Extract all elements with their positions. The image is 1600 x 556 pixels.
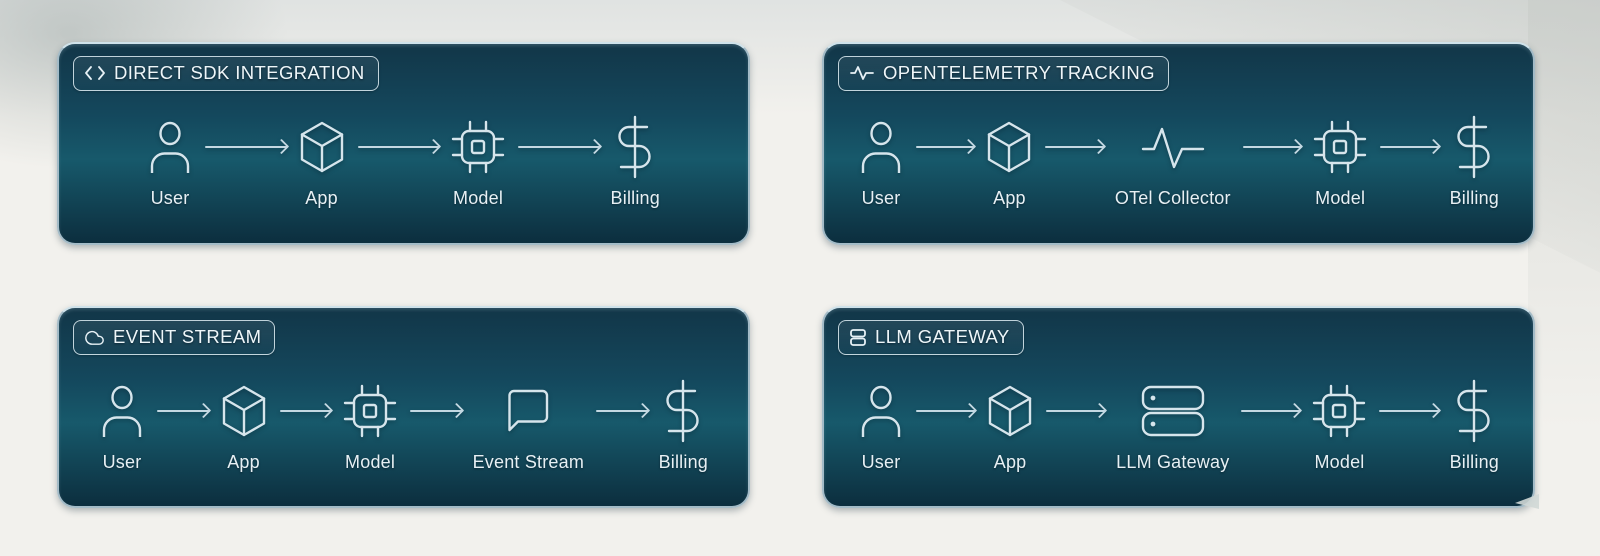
- flow-row: User App OTel Collector: [824, 115, 1533, 209]
- flow-row: User App LLM Gateway: [824, 379, 1533, 473]
- flow-arrow: [1046, 410, 1107, 412]
- flow-node-app: App: [298, 115, 346, 209]
- flow-arrow: [1379, 410, 1440, 412]
- dollar-icon: [666, 379, 699, 443]
- flow-arrow: [1380, 146, 1440, 148]
- flow-arrow: [1241, 410, 1302, 412]
- node-label: OTel Collector: [1114, 188, 1231, 208]
- flow-node-app: App: [986, 379, 1034, 473]
- chip-icon: [343, 384, 397, 438]
- user-icon: [150, 121, 190, 173]
- panel-title-badge: LLM GATEWAY: [838, 320, 1024, 355]
- background-ridge-texture: [1528, 0, 1600, 430]
- node-label: Billing: [658, 452, 709, 472]
- chip-icon: [451, 120, 505, 174]
- node-label: Billing: [1449, 452, 1499, 472]
- flow-node-billing: Billing: [611, 115, 660, 209]
- node-label: Model: [345, 452, 396, 472]
- flow-node-event-stream: Event Stream: [473, 379, 584, 473]
- node-label: Model: [1315, 188, 1366, 208]
- panel-direct-sdk-integration: DIRECT SDK INTEGRATION User App: [57, 42, 750, 245]
- flow-node-billing: Billing: [1450, 379, 1499, 473]
- node-label: App: [993, 452, 1027, 472]
- node-label: LLM Gateway: [1116, 452, 1230, 472]
- node-label: Event Stream: [472, 452, 585, 472]
- node-label: User: [150, 188, 190, 208]
- flow-node-billing: Billing: [659, 379, 708, 473]
- user-icon: [861, 121, 901, 173]
- flow-arrow: [157, 410, 210, 412]
- user-icon: [102, 385, 142, 437]
- chip-icon: [1313, 384, 1366, 438]
- flow-arrow: [916, 146, 976, 148]
- node-label: Model: [1314, 452, 1365, 472]
- panel-title: DIRECT SDK INTEGRATION: [114, 62, 365, 83]
- flow-node-billing: Billing: [1450, 115, 1499, 209]
- flow-node-otel-collector: OTel Collector: [1115, 115, 1231, 209]
- panel-title-badge: DIRECT SDK INTEGRATION: [73, 56, 379, 91]
- flow-node-model: Model: [450, 115, 506, 209]
- flow-node-user: User: [858, 115, 904, 209]
- flow-arrow: [410, 410, 463, 412]
- flow-arrow: [279, 410, 333, 412]
- node-label: User: [861, 452, 901, 472]
- pulse-icon: [1141, 127, 1204, 169]
- node-label: App: [993, 188, 1026, 208]
- chip-icon: [1313, 120, 1367, 174]
- panel-title-badge: EVENT STREAM: [73, 320, 276, 355]
- panel-opentelemetry-tracking: OPENTELEMETRY TRACKING User App: [822, 42, 1535, 245]
- flow-node-app: App: [220, 379, 268, 473]
- package-icon: [222, 385, 265, 437]
- flow-arrow: [357, 146, 441, 148]
- node-label: App: [227, 452, 260, 472]
- flow-node-llm-gateway: LLM Gateway: [1116, 379, 1229, 473]
- panel-title-badge: OPENTELEMETRY TRACKING: [838, 56, 1169, 91]
- flow-row: User App Model: [59, 379, 748, 473]
- package-icon: [988, 121, 1031, 173]
- dollar-icon: [1457, 115, 1490, 179]
- dollar-icon: [618, 115, 651, 179]
- flow-node-app: App: [985, 115, 1033, 209]
- node-label: User: [102, 452, 142, 472]
- flow-node-user: User: [147, 115, 193, 209]
- flow-arrow: [518, 146, 601, 148]
- flow-arrow: [916, 410, 977, 412]
- cloud-icon: [85, 330, 104, 345]
- flow-row: User App Model: [59, 115, 748, 209]
- node-label: Billing: [610, 188, 660, 208]
- package-icon: [300, 121, 343, 173]
- flow-node-model: Model: [342, 379, 398, 473]
- node-label: Billing: [1449, 188, 1500, 208]
- package-icon: [988, 385, 1032, 437]
- flow-arrow: [205, 146, 288, 148]
- code-icon: [85, 66, 105, 80]
- flow-node-user: User: [858, 379, 904, 473]
- flow-node-model: Model: [1312, 115, 1368, 209]
- flow-node-user: User: [99, 379, 145, 473]
- flow-arrow: [1045, 146, 1105, 148]
- flow-arrow: [596, 410, 649, 412]
- pulse-icon: [850, 66, 874, 80]
- panel-title: EVENT STREAM: [113, 326, 262, 347]
- panel-llm-gateway: LLM GATEWAY User App: [822, 306, 1535, 508]
- flow-node-model: Model: [1311, 379, 1367, 473]
- node-label: Model: [453, 188, 504, 208]
- chat-bubble-icon: [508, 389, 549, 432]
- panel-event-stream: EVENT STREAM User App: [57, 306, 750, 508]
- node-label: App: [305, 188, 338, 208]
- dollar-icon: [1457, 379, 1490, 443]
- panel-title: OPENTELEMETRY TRACKING: [883, 62, 1155, 83]
- server-stack-icon: [1141, 385, 1204, 437]
- server-stack-icon: [850, 328, 866, 346]
- user-icon: [861, 385, 901, 437]
- node-label: User: [861, 188, 901, 208]
- flow-arrow: [1242, 146, 1303, 148]
- panel-title: LLM GATEWAY: [875, 326, 1010, 347]
